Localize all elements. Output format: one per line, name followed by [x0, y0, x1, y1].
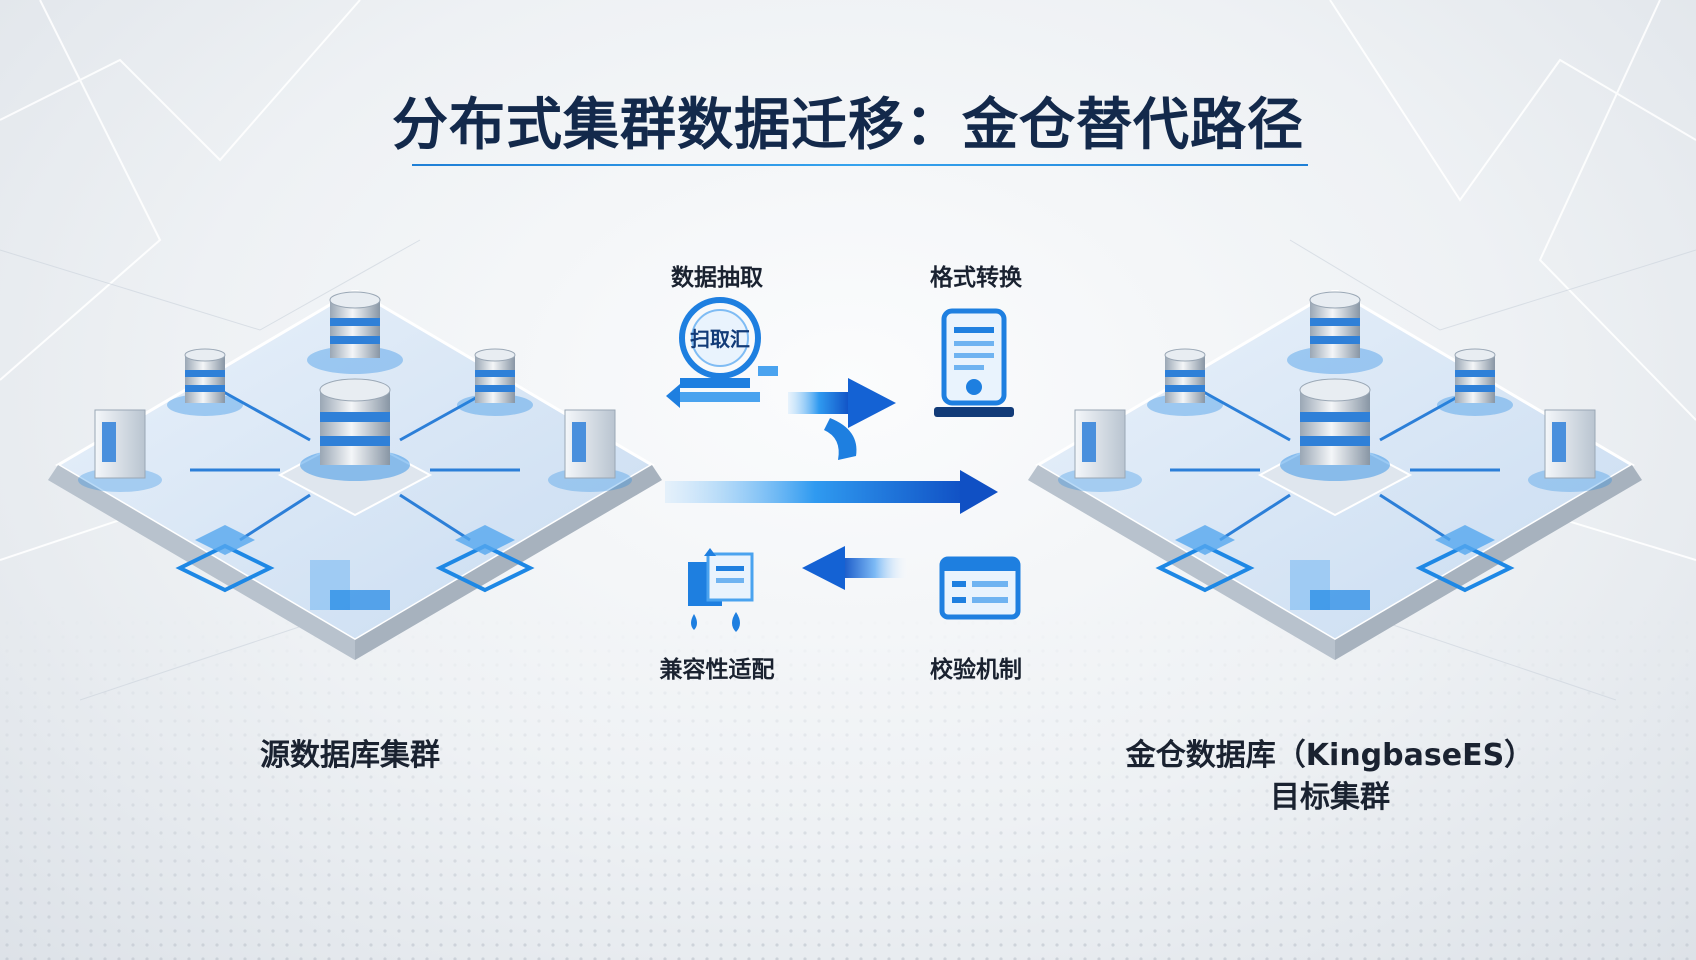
data-extract-icon: 扫取汇 — [666, 297, 778, 408]
step-verify-label: 校验机制 — [930, 657, 1022, 683]
target-cluster-diagram — [1028, 290, 1642, 660]
extract-icon-text: 扫取汇 — [690, 327, 750, 351]
step-compat-label: 兼容性适配 — [659, 657, 775, 683]
step-convert-label: 格式转换 — [930, 265, 1022, 291]
format-convert-icon — [934, 308, 1014, 417]
page-title: 分布式集群数据迁移：金仓替代路径 — [392, 93, 1304, 158]
source-cluster-diagram — [48, 290, 662, 660]
target-cluster-label-line2: 目标集群 — [1270, 780, 1390, 815]
compatibility-icon — [688, 548, 754, 632]
target-cluster-label-line1: 金仓数据库（KingbaseES） — [1125, 738, 1535, 773]
title-underline — [412, 164, 1308, 166]
verification-icon — [939, 556, 1021, 620]
step-extract-label: 数据抽取 — [671, 265, 763, 291]
target-cluster-label: 金仓数据库（KingbaseES） 目标集群 — [1100, 735, 1560, 819]
db-cylinder-top — [307, 291, 403, 374]
source-cluster-label: 源数据库集群 — [260, 738, 440, 773]
